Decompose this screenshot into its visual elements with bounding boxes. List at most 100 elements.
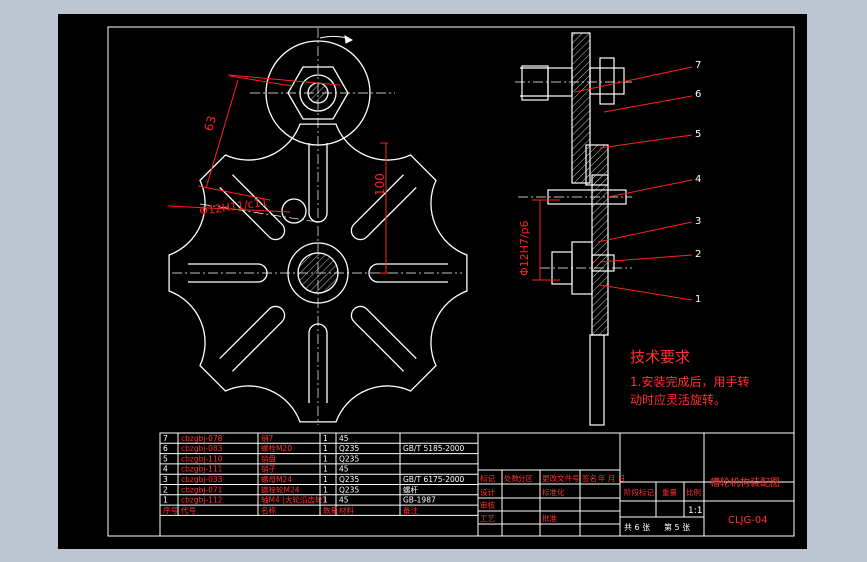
lbl-zone: 分区 xyxy=(518,474,533,483)
bom-cell: 销子 xyxy=(261,464,276,474)
top-washer xyxy=(599,57,615,105)
lbl-ratio: 比例 xyxy=(686,487,701,497)
lbl-signature: 签名 xyxy=(582,473,597,483)
bom-cell: 1 xyxy=(323,465,328,474)
lbl-mark: 标记 xyxy=(480,473,495,483)
lower-nut xyxy=(591,254,615,272)
balloon-2: 2 xyxy=(695,249,701,260)
bom-header-cell: 名称 xyxy=(261,505,276,515)
balloon-6: 6 xyxy=(695,89,701,100)
bom-cell: 轴M4 (大轮沿齿轮) xyxy=(261,495,326,505)
bom-header-cell: 备注 xyxy=(403,505,418,515)
drawing-title: 槽轮机构装配图 xyxy=(710,476,780,489)
lbl-standardize: 标准化 xyxy=(542,487,565,497)
bom-cell: 2 xyxy=(163,485,168,494)
bom-header-cell: 数量 xyxy=(323,505,338,515)
bom-header-cell: 材料 xyxy=(339,505,354,515)
bom-cell: cbzgbj-078 xyxy=(181,434,223,443)
bom-cell: 销盘 xyxy=(261,453,276,463)
bom-cell: 1 xyxy=(163,496,168,505)
bom-header-cell: 代号 xyxy=(181,505,196,515)
scale-value: 1:1 xyxy=(688,506,702,516)
bom-cell: 1 xyxy=(323,496,328,505)
top-nut xyxy=(589,67,625,95)
bom-cell: 螺栓M20 xyxy=(261,443,292,453)
tech-req-title: 技术要求 xyxy=(630,348,690,366)
lbl-approve: 批准 xyxy=(542,513,557,523)
lower-fit-dimension xyxy=(532,199,560,281)
title-block-labels: 标记 处数 分区 更改文件号 签名 年 月 日 设计 标准化 审核 工艺 批准 … xyxy=(480,473,701,523)
balloon-7: 7 xyxy=(695,60,701,71)
bom-cell: Q235 xyxy=(339,444,359,453)
bom-cell: cbzgbj-033 xyxy=(181,475,223,484)
sleeve xyxy=(585,144,609,186)
tech-req-line1: 1.安装完成后，用手转 xyxy=(630,374,749,389)
center-lines xyxy=(172,28,462,425)
bom-cell: GB-1987 xyxy=(403,496,436,505)
bom-cell: cbzgbj-083 xyxy=(181,444,223,453)
lbl-date: 年 月 日 xyxy=(598,473,625,483)
bom-cell: cbzgbj-112 xyxy=(181,496,223,505)
bom-cell: 5 xyxy=(163,454,168,463)
sheet-number: 第 5 张 xyxy=(664,522,690,532)
drive-pin-roller xyxy=(281,198,307,224)
lbl-process: 工艺 xyxy=(480,514,495,523)
side-center-lines xyxy=(515,81,632,269)
dim-100: 100 xyxy=(373,173,387,196)
bom-cell: cbzgbj-071 xyxy=(181,485,223,494)
lbl-review: 审核 xyxy=(480,500,495,510)
leader-lines xyxy=(574,66,693,301)
lbl-count: 处数 xyxy=(504,473,519,483)
tech-req-line2: 动时应灵活旋转。 xyxy=(630,392,726,407)
bom-cell: 螺母M24 xyxy=(261,474,292,484)
lbl-change-doc: 更改文件号 xyxy=(542,473,580,483)
bom-cell: cbzgbj-111 xyxy=(181,465,223,474)
bom-cell: 4 xyxy=(163,465,168,474)
bom-cell: GB/T 5185-2000 xyxy=(403,444,465,453)
dim-fit-lower: Φ12H7/p6 xyxy=(518,220,531,276)
bom-grid xyxy=(159,432,479,516)
drawing-code: CLJG-04 xyxy=(728,515,768,526)
bom-cell: 螺栓轮M24 xyxy=(261,484,300,494)
bom-cell: 45 xyxy=(339,496,349,505)
geneva-slot xyxy=(368,263,448,283)
lower-shaft xyxy=(589,334,605,426)
lbl-stage-mark: 阶段标记 xyxy=(624,487,654,497)
bom-cell: 1 xyxy=(323,444,328,453)
bom-cell: 1 xyxy=(323,434,328,443)
bom-cell: 7 xyxy=(163,434,168,443)
bom-cell: GB/T 6175-2000 xyxy=(403,475,465,484)
side-section-view xyxy=(520,32,627,426)
bom-cell: 1 xyxy=(323,454,328,463)
balloon-3: 3 xyxy=(695,216,701,227)
bom-cell: 1 xyxy=(323,485,328,494)
top-shaft-stub xyxy=(521,65,549,101)
bom-cell: cbzgbj-110 xyxy=(181,454,223,463)
bom-cell: 6 xyxy=(163,444,168,453)
balloon-4: 4 xyxy=(695,174,701,185)
bom-header-cell: 序号 xyxy=(163,505,178,515)
bom-cell: 1 xyxy=(323,475,328,484)
geneva-slot xyxy=(350,174,417,241)
lbl-weight: 重量 xyxy=(662,488,677,497)
geneva-slot xyxy=(350,305,417,372)
rotation-arrow xyxy=(319,35,354,44)
geneva-slot xyxy=(219,174,286,241)
bom-cell: 45 xyxy=(339,434,349,443)
bom-cell: Q235 xyxy=(339,485,359,494)
bom-cell: 45 xyxy=(339,465,349,474)
balloon-1: 1 xyxy=(695,294,701,305)
dimension-lines xyxy=(167,74,388,274)
geneva-wheel-outline xyxy=(168,123,468,423)
bom-cell: 3 xyxy=(163,475,168,484)
geneva-slot xyxy=(219,305,286,372)
bom-cell: 螺杆 xyxy=(403,484,418,494)
dim-63: 63 xyxy=(201,114,219,133)
lbl-design: 设计 xyxy=(480,487,495,497)
sheet-total: 共 6 张 xyxy=(624,523,650,532)
bom-cell: Q235 xyxy=(339,475,359,484)
balloon-numbers: 7 6 5 4 3 2 1 xyxy=(695,60,701,305)
